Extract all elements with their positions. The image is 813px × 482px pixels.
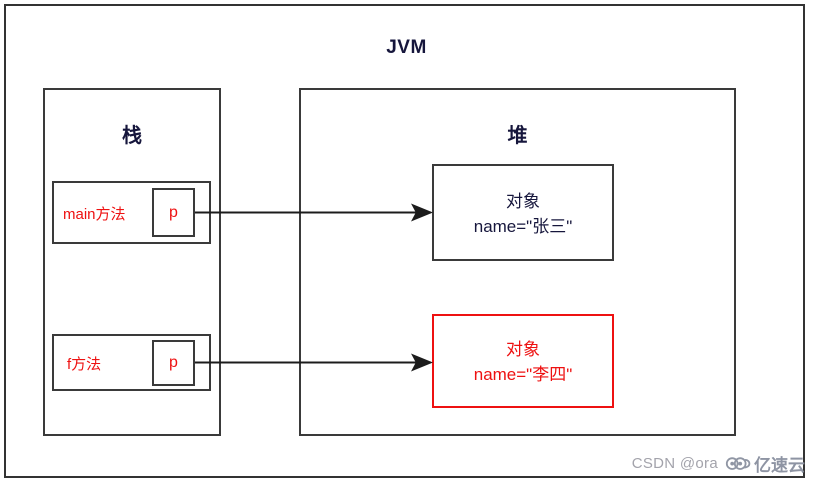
stack-slot-main-p-box bbox=[152, 188, 195, 237]
yisuyun-brand-text: 亿速云 bbox=[754, 456, 805, 475]
stack-frame-f-label: f方法 bbox=[67, 356, 102, 373]
cloud-icon bbox=[725, 457, 751, 470]
jvm-title: JVM bbox=[386, 37, 427, 58]
stack-slot-main-p-label: p bbox=[169, 204, 178, 221]
jvm-outer-frame bbox=[4, 4, 805, 478]
heap-object-2-line2: name="李四" bbox=[473, 365, 573, 384]
yisuyun-logo: 亿速云 bbox=[725, 451, 805, 476]
heap-region-label: 堆 bbox=[507, 125, 528, 147]
csdn-watermark-text: CSDN @ora bbox=[631, 455, 718, 472]
heap-object-2: 对象 name="李四" bbox=[432, 314, 614, 408]
watermark: CSDN @ora 亿速云 bbox=[632, 451, 805, 476]
heap-region-box bbox=[299, 88, 736, 436]
heap-object-1-line2: name="张三" bbox=[473, 217, 573, 236]
heap-object-2-line1: 对象 bbox=[506, 340, 540, 359]
stack-region-box bbox=[43, 88, 221, 436]
heap-object-1: 对象 name="张三" bbox=[432, 164, 614, 261]
stack-frame-main-label: main方法 bbox=[63, 206, 126, 223]
stack-region-label: 栈 bbox=[122, 125, 142, 147]
stack-slot-f-p-label: p bbox=[169, 354, 178, 371]
heap-object-1-line1: 对象 bbox=[506, 192, 540, 211]
stack-slot-f-p-box bbox=[152, 340, 195, 386]
